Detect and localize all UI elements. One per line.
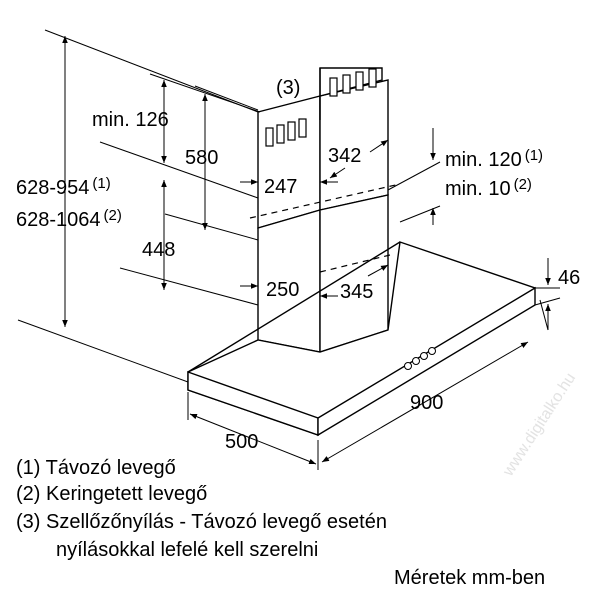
chimney-lower-side: [319, 194, 389, 353]
dim-448: 448: [142, 239, 176, 261]
dim-min-126: min. 126: [92, 109, 169, 131]
dim-min-10: min. 10(2): [445, 176, 532, 200]
chimney-upper-front: [257, 95, 321, 229]
vent-slots-front: [265, 118, 307, 147]
dim-345: 345: [340, 281, 374, 303]
vent-hole-note: (3): [276, 77, 301, 99]
dim-900: 900: [410, 392, 444, 414]
legend-item-vent-hole: (3) Szellőzőnyílás - Távozó levegő eseté…: [16, 511, 387, 533]
dim-342: 342: [328, 145, 362, 167]
dim-247: 247: [264, 176, 298, 198]
dim-500: 500: [225, 431, 259, 453]
dim-min-120: min. 120(1): [445, 147, 544, 171]
hidden-edges: [249, 183, 401, 273]
legend-item-exhaust: (1) Távozó levegő: [16, 457, 176, 479]
units-note: Méretek mm-ben: [394, 567, 546, 589]
dim-46: 46: [558, 267, 581, 289]
dim-height-recirc: 628-1064(2): [16, 207, 122, 231]
dim-250: 250: [266, 279, 300, 301]
legend-item-vent-hole-cont: nyílásokkal lefelé kell szerelni: [56, 539, 319, 561]
dim-580: 580: [185, 147, 219, 169]
dimension-lines: [17, 29, 561, 470]
dim-height-exhaust: 628-954(1): [16, 175, 111, 199]
vent-slots-side: [329, 68, 377, 97]
canopy-back-edge: [187, 241, 401, 373]
legend-item-recirculation: (2) Keringetett levegő: [16, 483, 208, 505]
